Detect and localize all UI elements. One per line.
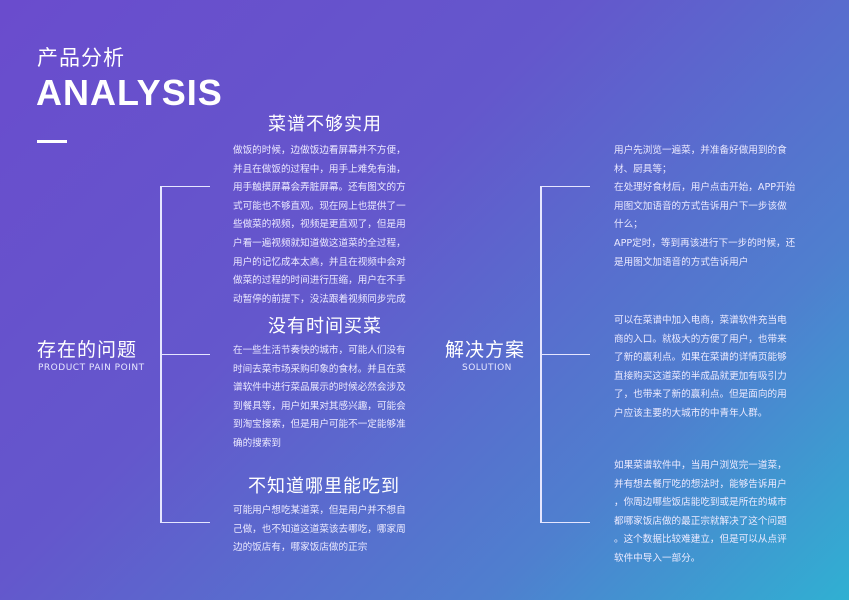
text-line: 直接购买这道菜的半成品就更加有吸引力: [614, 370, 787, 382]
text-line: 些做菜的视频，视频是更直观了，但是用: [233, 219, 406, 231]
problem-heading-3: 不知道哪里能吃到: [248, 476, 400, 497]
solutions-title: 解决方案: [445, 339, 526, 361]
problem-heading-1: 菜谱不够实用: [268, 114, 382, 135]
text-line: 可以在菜谱中加入电商，菜谱软件充当电: [614, 315, 787, 326]
text-line: 都哪家饭店做的最正宗就解决了这个问题: [614, 515, 787, 527]
problems-subtitle: PRODUCT PAIN POINT: [38, 363, 145, 373]
text-line: 软件中导入一部分。: [614, 552, 701, 564]
text-line: 式可能也不够直观。现在网上也提供了一: [233, 200, 406, 212]
text-line: 商的入口。就极大的方便了用户，也带来: [614, 333, 787, 345]
text-line: 并有想去餐厅吃的想法时，能够告诉用户: [614, 478, 787, 490]
text-line: 用图文加语音的方式告诉用户下一步该做: [614, 200, 787, 212]
text-line: 户看一遍视频就知道做这道菜的全过程，: [233, 237, 406, 249]
text-line: 户应该主要的大城市的中青年人群。: [614, 407, 768, 419]
text-line: 用手触摸屏幕会弄脏屏幕。还有图文的方: [233, 182, 406, 194]
text-line: 如果菜谱软件中，当用户浏览完一道菜，: [614, 460, 787, 471]
text-line: 谱软件中进行菜品展示的时候必然会涉及: [233, 382, 406, 394]
text-line: 在处理好食材后，用户点击开始，APP开始: [614, 182, 796, 194]
text-line: 时间去菜市场采购印象的食材。并且在菜: [233, 363, 406, 375]
text-line: 了新的赢利点。如果在菜谱的详情页能够: [614, 352, 787, 364]
solution-text-1: 用户先浏览一遍菜，并准备好做用到的食材、厨具等； 在处理好食材后，用户点击开始，A…: [614, 142, 795, 272]
text-line: 是用图文加语音的方式告诉用户: [614, 256, 749, 268]
text-line: 到餐具等，用户如果对其感兴趣，可能会: [233, 400, 406, 412]
text-line: 边的饭店有，哪家饭店做的正宗: [233, 542, 368, 554]
text-line: 并且在做饭的过程中，用手上难免有油，: [233, 163, 406, 175]
text-line: ，你周边哪些饭店能吃到或是所在的城市: [614, 497, 787, 509]
problem-text-3: 可能用户想吃某道菜，但是用户并不想自己做，也不知道这道菜该去哪吃，哪家周边的饭店…: [233, 502, 406, 558]
title-underline: [37, 140, 67, 143]
text-line: 了，也带来了新的赢利点。但是面向的用: [614, 389, 787, 401]
text-line: 动暂停的前提下，没法跟着视频同步完成: [233, 293, 406, 305]
text-line: 可能用户想吃某道菜，但是用户并不想自: [233, 505, 406, 516]
text-line: APP定时，等到再该进行下一步的时候，还: [614, 237, 796, 249]
text-line: 确的搜索到: [233, 437, 281, 449]
page-title-en: ANALYSIS: [36, 72, 223, 113]
problem-text-1: 做饭的时候，边做饭边看屏幕并不方便， 并且在做饭的过程中，用手上难免有油， 用手触摸…: [233, 142, 406, 309]
text-line: 什么；: [614, 219, 643, 231]
text-line: 材、厨具等；: [614, 163, 672, 175]
problem-heading-2: 没有时间买菜: [268, 316, 382, 337]
text-line: 己做，也不知道这道菜该去哪吃，哪家周: [233, 523, 406, 535]
problem-text-2: 在一些生活节奏快的城市，可能人们没有时间去菜市场采购印象的食材。并且在菜谱软件中…: [233, 342, 406, 454]
text-line: 做饭的时候，边做饭边看屏幕并不方便，: [233, 145, 406, 156]
page-title-cn: 产品分析: [37, 46, 125, 70]
problems-title: 存在的问题: [37, 339, 138, 361]
text-line: 用户的记忆成本太高，并且在视频中会对: [233, 256, 406, 268]
text-line: 在一些生活节奏快的城市，可能人们没有: [233, 345, 406, 356]
text-line: 到淘宝搜索，但是用户可能不一定能够准: [233, 419, 406, 431]
solution-text-3: 如果菜谱软件中，当用户浏览完一道菜， 并有想去餐厅吃的想法时，能够告诉用户 ，你周边…: [614, 457, 787, 569]
text-line: 用户先浏览一遍菜，并准备好做用到的食: [614, 145, 787, 156]
solutions-subtitle: SOLUTION: [462, 363, 512, 373]
text-line: 做菜的过程的时间进行压缩，用户在不手: [233, 275, 406, 287]
solution-text-2: 可以在菜谱中加入电商，菜谱软件充当电商的入口。就极大的方便了用户，也带来了新的赢…: [614, 312, 787, 424]
text-line: 。这个数据比较难建立，但是可以从点评: [614, 534, 787, 546]
